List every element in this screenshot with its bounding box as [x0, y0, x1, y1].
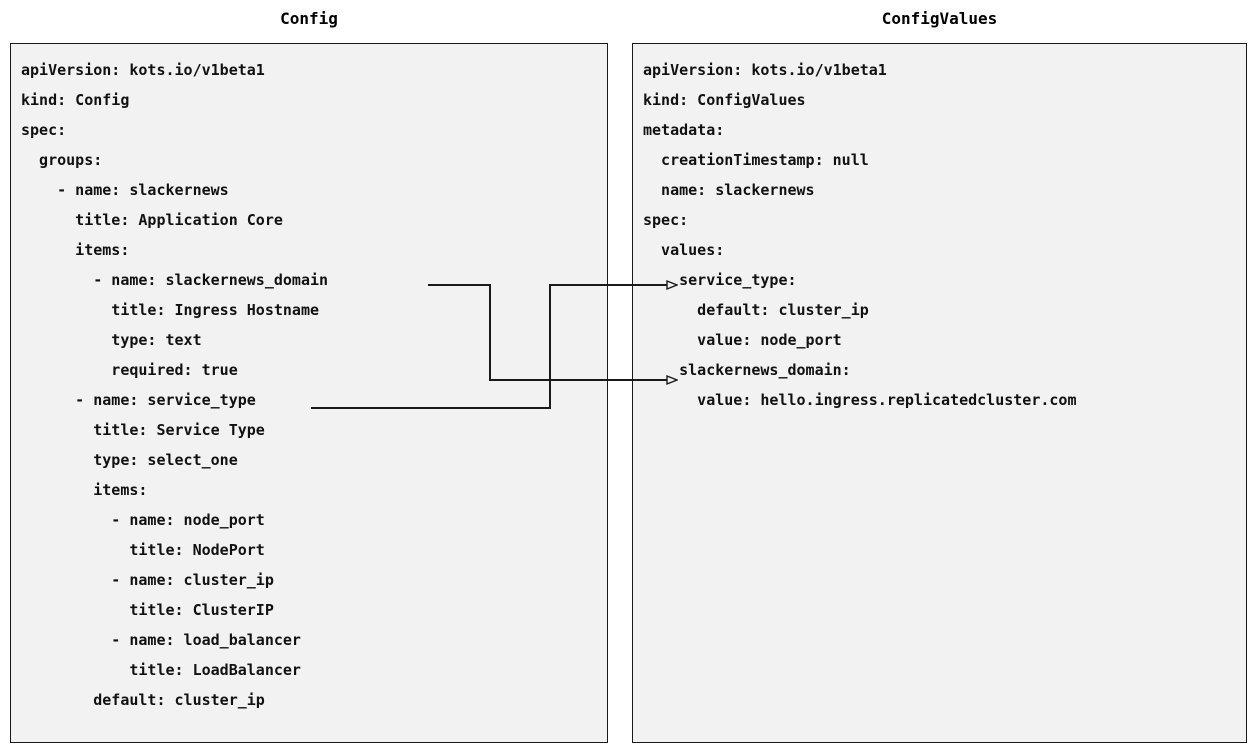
configvalues-yaml-line: service_type:: [643, 271, 797, 289]
config-yaml-line: required: true: [21, 361, 238, 379]
config-yaml-line: default: cluster_ip: [21, 691, 265, 709]
configvalues-yaml-line: name: slackernews: [643, 181, 815, 199]
configvalues-yaml-line: metadata:: [643, 121, 725, 139]
config-yaml-line: - name: service_type: [21, 391, 256, 409]
config-yaml-line: spec:: [21, 121, 67, 139]
config-yaml-line: title: LoadBalancer: [21, 661, 301, 679]
config-yaml-line: items:: [21, 241, 130, 259]
config-yaml-line: type: select_one: [21, 451, 238, 469]
config-yaml-line: title: ClusterIP: [21, 601, 274, 619]
config-yaml-line: kind: Config: [21, 91, 130, 109]
config-yaml-line: items:: [21, 481, 148, 499]
config-yaml-line: type: text: [21, 331, 202, 349]
config-yaml-line: title: NodePort: [21, 541, 265, 559]
configvalues-yaml-line: kind: ConfigValues: [643, 91, 806, 109]
configvalues-yaml-line: spec:: [643, 211, 689, 229]
configvalues-yaml-line: apiVersion: kots.io/v1beta1: [643, 61, 887, 79]
config-yaml-line: - name: cluster_ip: [21, 571, 274, 589]
configvalues-panel-title: ConfigValues: [881, 9, 998, 28]
config-yaml-line: apiVersion: kots.io/v1beta1: [21, 61, 265, 79]
configvalues-yaml-line: slackernews_domain:: [643, 361, 851, 379]
config-panel: apiVersion: kots.io/v1beta1 kind: Config s…: [10, 43, 608, 743]
config-yaml-line: - name: node_port: [21, 511, 265, 529]
config-yaml-line: title: Ingress Hostname: [21, 301, 320, 319]
configvalues-yaml-line: value: node_port: [643, 331, 842, 349]
config-yaml-line: - name: load_balancer: [21, 631, 301, 649]
configvalues-panel: apiVersion: kots.io/v1beta1 kind: ConfigV…: [632, 43, 1247, 743]
config-yaml-line: title: Service Type: [21, 421, 265, 439]
config-yaml-line: - name: slackernews: [21, 181, 229, 199]
config-yaml-line: title: Application Core: [21, 211, 283, 229]
config-panel-title: Config: [280, 9, 338, 28]
configvalues-yaml-line: default: cluster_ip: [643, 301, 869, 319]
config-yaml-line: groups:: [21, 151, 103, 169]
configvalues-yaml-line: value: hello.ingress.replicatedcluster.c…: [643, 391, 1077, 409]
config-yaml-line: - name: slackernews_domain: [21, 271, 329, 289]
configvalues-yaml-line: creationTimestamp: null: [643, 151, 869, 169]
configvalues-yaml-block: apiVersion: kots.io/v1beta1 kind: ConfigV…: [633, 44, 1076, 415]
config-yaml-block: apiVersion: kots.io/v1beta1 kind: Config s…: [11, 44, 328, 715]
configvalues-yaml-line: values:: [643, 241, 725, 259]
